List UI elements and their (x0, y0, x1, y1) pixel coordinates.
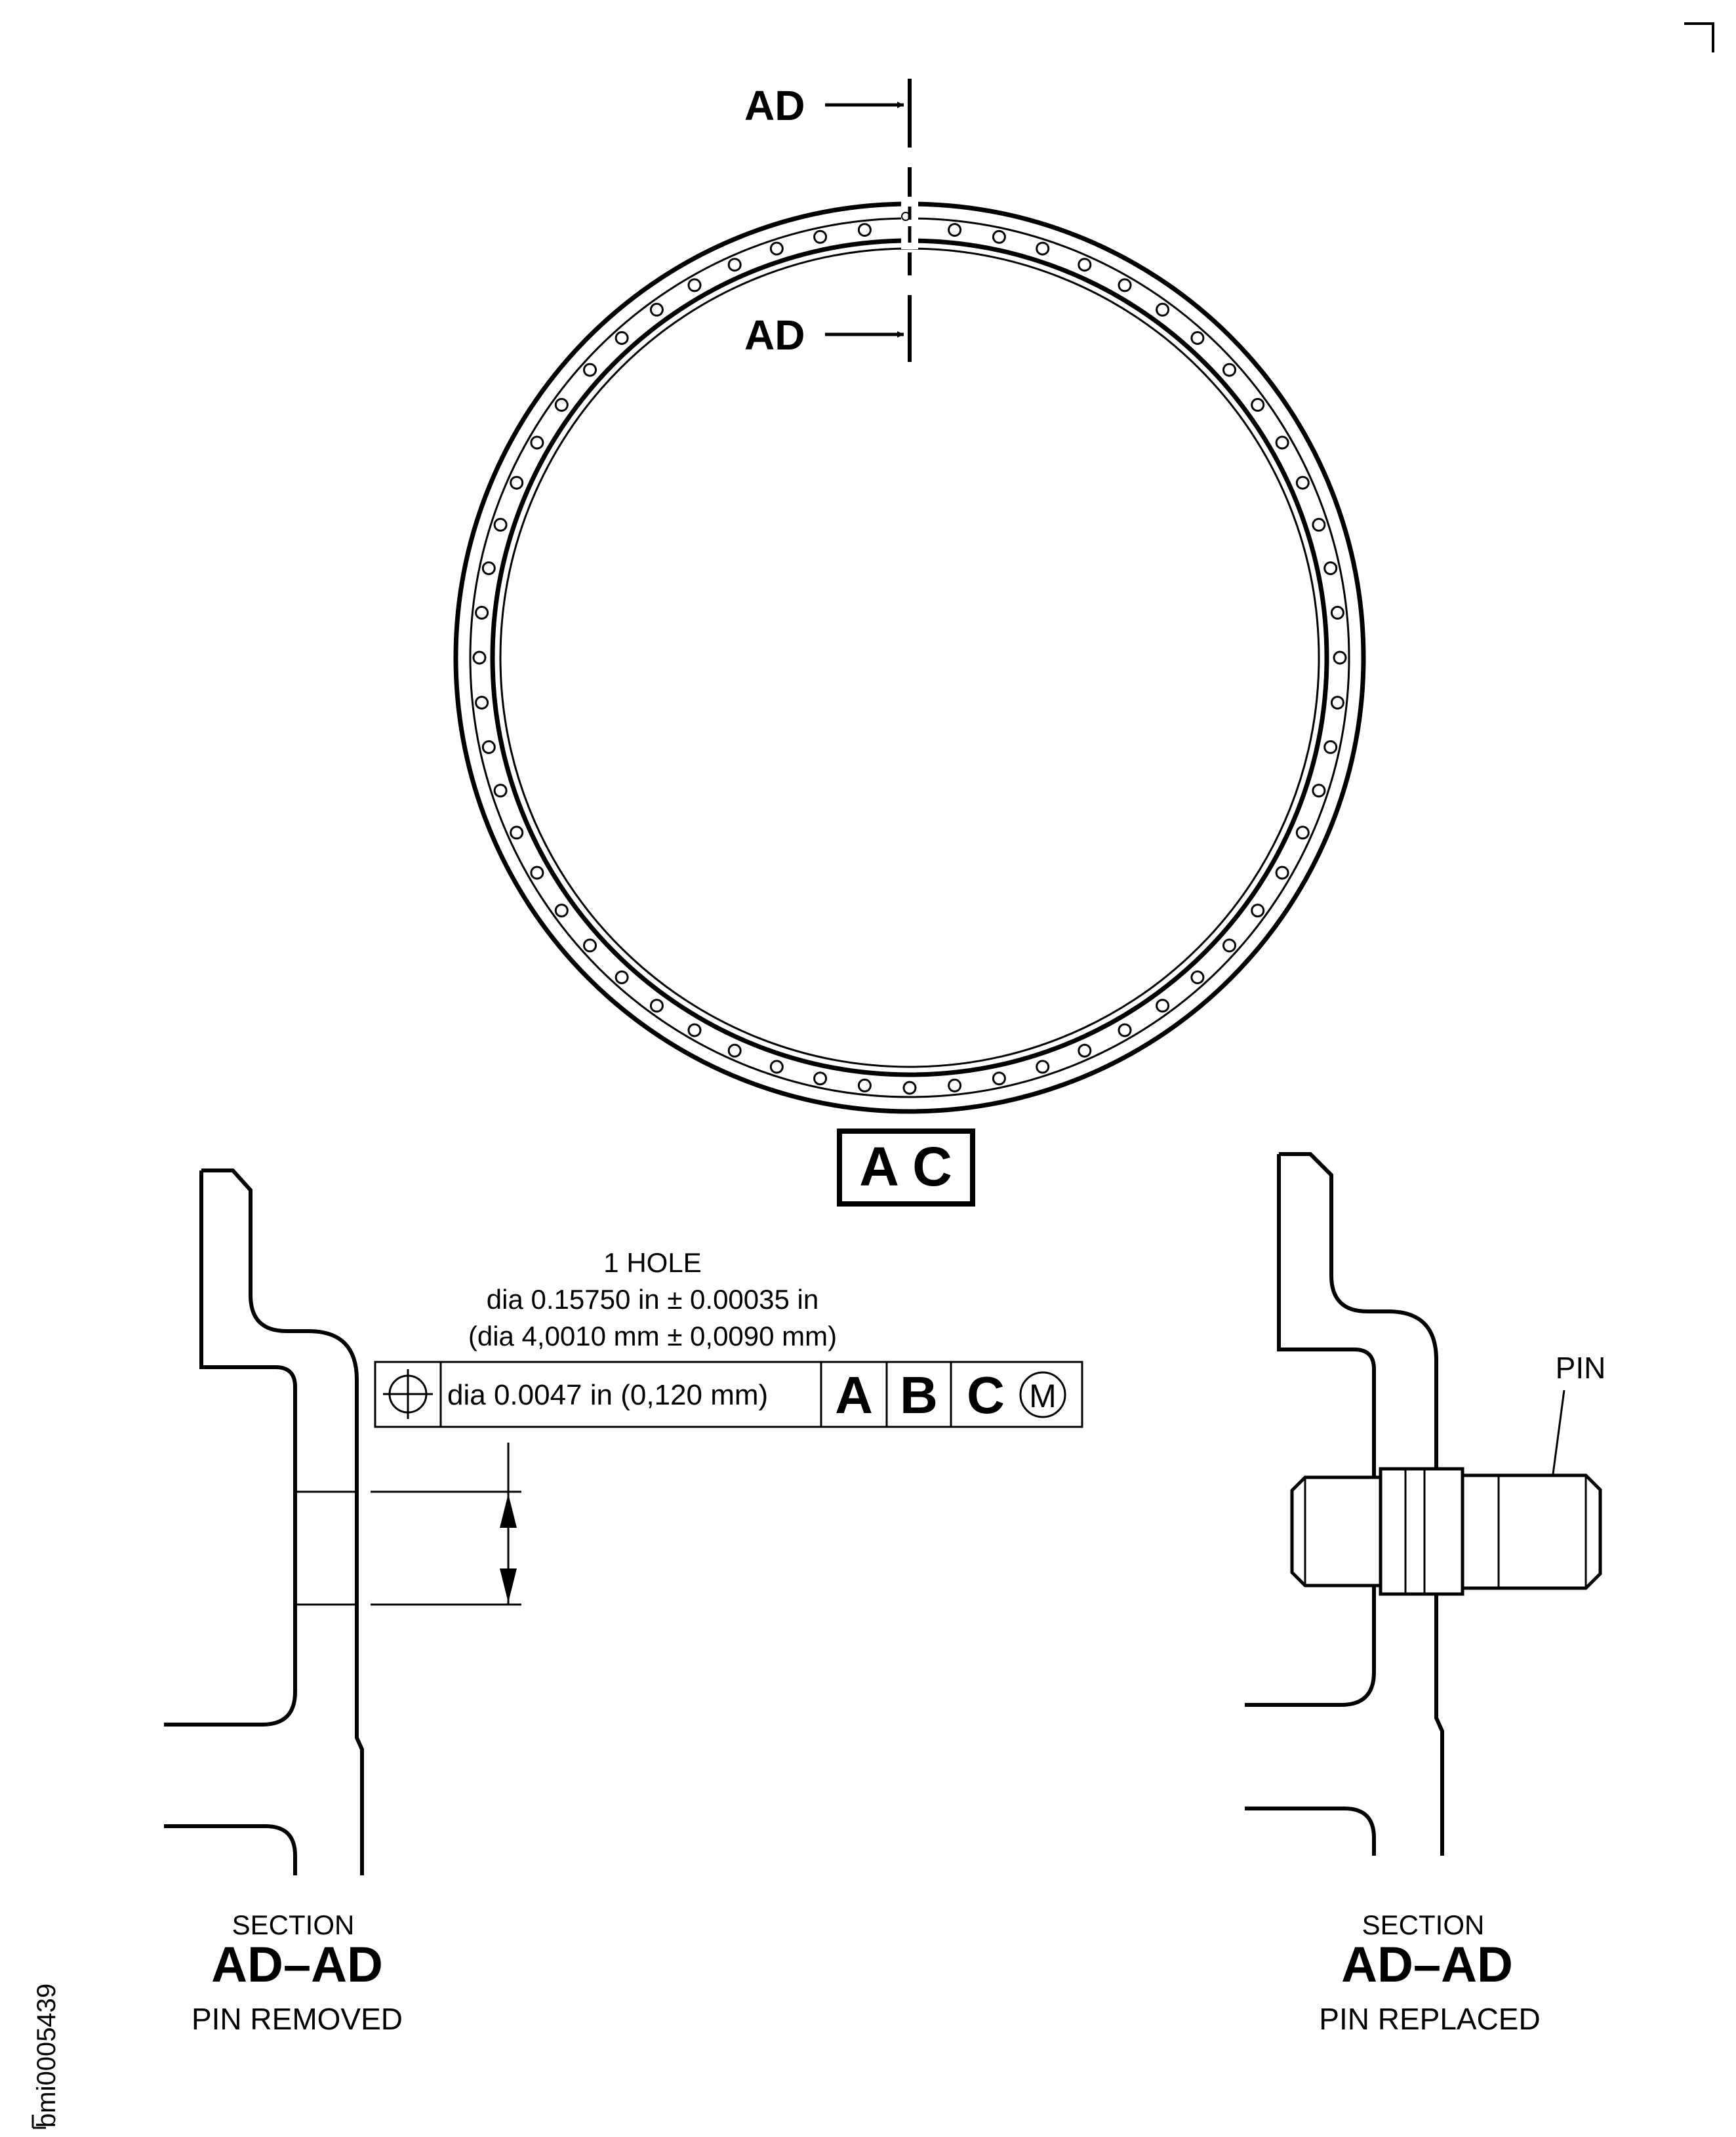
bolt-hole (1330, 696, 1344, 710)
left-section-caption: SECTION AD–AD PIN REMOVED (192, 1909, 403, 2036)
bolt-hole (1295, 826, 1310, 840)
bolt-hole (687, 278, 702, 292)
bolt-hole (992, 1071, 1006, 1086)
ring-holes (472, 220, 1347, 1095)
fcf-datum-a: A (835, 1366, 873, 1424)
pin (1290, 1467, 1602, 1596)
bolt-hole (475, 605, 489, 620)
bolt-hole (583, 363, 597, 377)
bolt-hole (1251, 397, 1265, 412)
bolt-hole (1118, 1023, 1132, 1037)
view-label-box: A C (837, 1128, 975, 1207)
bolt-hole (530, 435, 544, 450)
ring-inner-lip (499, 247, 1320, 1068)
view-label: A C (859, 1136, 952, 1197)
bolt-hole (769, 1060, 784, 1074)
hole-note-line1: 1 HOLE (603, 1247, 701, 1278)
bolt-hole (687, 1023, 702, 1037)
bolt-hole (902, 1081, 917, 1095)
bolt-hole (1251, 904, 1265, 918)
hole-note-line2: dia 0.15750 in ± 0.00035 in (487, 1284, 818, 1315)
bolt-hole (1156, 999, 1170, 1013)
bolt-hole (1323, 740, 1338, 754)
bolt-hole (1036, 241, 1050, 256)
bolt-hole (481, 740, 496, 754)
bolt-hole (1312, 517, 1326, 532)
bolt-hole (615, 970, 629, 984)
feature-control-frame: dia 0.0047 in (0,120 mm) A B C M (374, 1361, 1083, 1428)
bolt-hole (481, 561, 496, 576)
bolt-hole (530, 866, 544, 880)
hole-note-line3: (dia 4,0010 mm ± 0,0090 mm) (468, 1321, 837, 1351)
bolt-hole (769, 241, 784, 256)
pin-callout: PIN (1552, 1351, 1606, 1475)
fcf-datum-c: C (967, 1366, 1005, 1424)
left-section-profile (164, 1168, 364, 1875)
fcf-modifier: M (1029, 1378, 1057, 1414)
section-cut-line (901, 79, 912, 362)
bolt-hole (1036, 1060, 1050, 1074)
bolt-hole (649, 302, 664, 317)
bolt-hole (1156, 302, 1170, 317)
bolt-hole (992, 230, 1006, 244)
bolt-hole (1190, 970, 1205, 984)
bolt-hole (510, 826, 524, 840)
right-section-caption: SECTION AD–AD PIN REPLACED (1319, 1909, 1540, 2036)
bolt-hole (1190, 331, 1205, 345)
section-marker-top-label: AD (744, 82, 805, 129)
bolt-hole (1295, 475, 1310, 490)
bolt-hole (813, 1071, 828, 1086)
left-section-name: AD–AD (211, 1937, 383, 1993)
hole-note: 1 HOLE dia 0.15750 in ± 0.00035 in (dia … (468, 1247, 837, 1351)
bolt-hole (1323, 561, 1338, 576)
bolt-hole (1078, 258, 1092, 272)
hole-dimension (371, 1443, 521, 1606)
fcf-tolerance: dia 0.0047 in (0,120 mm) (447, 1379, 768, 1411)
bolt-hole (615, 331, 629, 345)
bolt-hole (813, 230, 828, 244)
bolt-hole (1333, 650, 1347, 665)
bolt-hole (554, 904, 569, 918)
pin-callout-label: PIN (1556, 1351, 1606, 1385)
bolt-hole (857, 223, 872, 237)
corner-mark (1684, 22, 1714, 52)
bolt-hole (583, 938, 597, 953)
right-section-caption-text: PIN REPLACED (1319, 2002, 1540, 2036)
bolt-hole (510, 475, 524, 490)
bolt-hole (1312, 784, 1326, 798)
right-section-heading: SECTION (1362, 1909, 1485, 1940)
fcf-datum-b: B (900, 1366, 938, 1424)
bolt-hole (475, 696, 489, 710)
bolt-hole (1118, 278, 1132, 292)
left-section-caption-text: PIN REMOVED (192, 2002, 403, 2036)
bolt-hole (1275, 866, 1289, 880)
mmc-modifier-circle (1019, 1371, 1066, 1418)
right-section-profile (1245, 1152, 1444, 1856)
bolt-hole (649, 999, 664, 1013)
position-symbol-icon (383, 1369, 433, 1419)
section-marker-bottom-label: AD (744, 311, 805, 359)
bolt-hole (948, 1078, 962, 1092)
bolt-hole (472, 650, 487, 665)
left-section-heading: SECTION (232, 1909, 355, 1940)
section-marker-bottom: AD (744, 311, 904, 359)
bolt-hole (493, 784, 508, 798)
section-marker-top: AD (744, 82, 904, 129)
bolt-hole (857, 1078, 872, 1092)
figure-id-text: bmi0005439 (32, 1984, 61, 2128)
bolt-hole (1222, 938, 1236, 953)
bolt-hole (727, 1043, 742, 1058)
ring-inner-edge (490, 238, 1329, 1077)
bolt-hole (948, 223, 962, 237)
bolt-hole (1222, 363, 1236, 377)
bolt-hole (1275, 435, 1289, 450)
bolt-hole (727, 258, 742, 272)
right-section-name: AD–AD (1341, 1937, 1513, 1993)
bolt-hole (554, 397, 569, 412)
figure-id: bmi0005439 (31, 1984, 61, 2129)
bolt-hole (1330, 605, 1344, 620)
bolt-hole (1078, 1043, 1092, 1058)
bolt-hole (493, 517, 508, 532)
